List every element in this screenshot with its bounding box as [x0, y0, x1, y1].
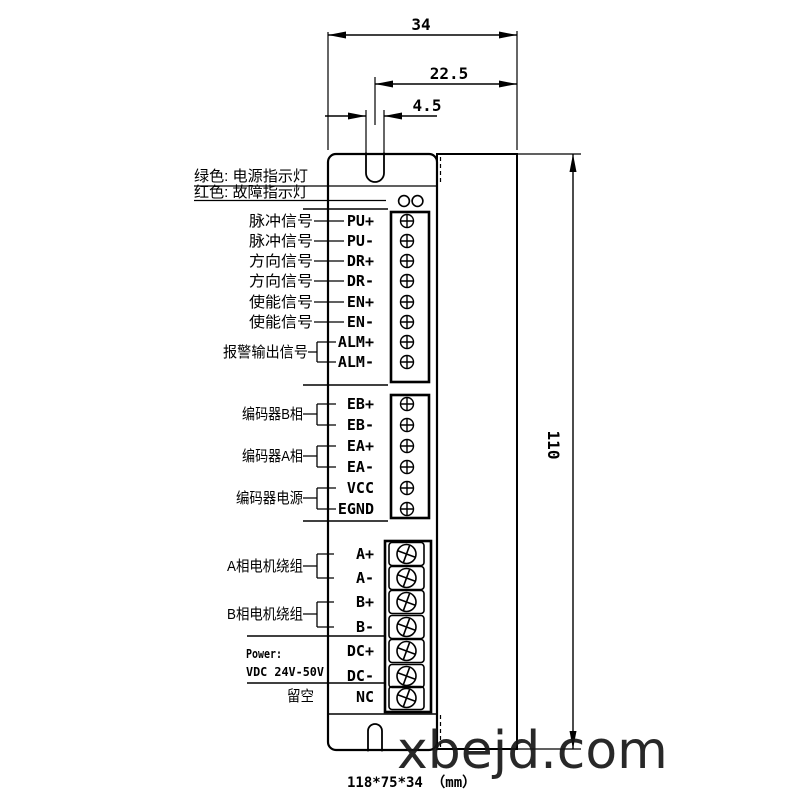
legend-green-label: 绿色: 电源指示灯 — [194, 168, 308, 185]
signal-label: 方向信号 — [249, 273, 313, 290]
signal-label: 脉冲信号 — [249, 213, 313, 230]
power-label-line1: Power: — [246, 647, 282, 661]
pin-labels: PU+ PU- DR+ DR- EN+ EN- ALM+ ALM- EB+ EB… — [338, 212, 374, 706]
pin-label: EA+ — [347, 437, 374, 455]
signal-label: 使能信号 — [249, 294, 313, 311]
front-view-outline — [247, 152, 439, 752]
signal-labels: 脉冲信号 脉冲信号 方向信号 方向信号 使能信号 使能信号 — [249, 213, 344, 331]
group-label-alarm: 报警输出信号 — [223, 344, 308, 361]
nc-label: 留空 — [287, 688, 314, 705]
pin-label: PU+ — [347, 212, 374, 230]
pin-label: ALM- — [338, 353, 374, 371]
side-view-outline — [436, 153, 518, 750]
pin-label: EGND — [338, 500, 374, 518]
dim-text-22-5: 22.5 — [430, 64, 469, 83]
signal-label: 脉冲信号 — [249, 233, 313, 250]
pin-label: A+ — [356, 545, 374, 563]
pin-label: EB- — [347, 416, 374, 434]
led-legend: 绿色: 电源指示灯 红色: 故障指示灯 — [194, 168, 437, 202]
pin-label: DC- — [347, 667, 374, 685]
power-label-line2: VDC 24V-50V — [246, 665, 324, 679]
dimension-slot-width-4-5: 4.5 — [325, 96, 441, 154]
pin-label: DR+ — [347, 252, 374, 270]
signal-terminal-block — [389, 210, 431, 384]
pin-label: NC — [356, 688, 374, 706]
group-label-encoder-b: 编码器B相 — [242, 406, 303, 423]
terminal-screw-icon — [399, 213, 415, 370]
bottom-mounting-slot — [367, 723, 383, 752]
section-dividers — [247, 208, 388, 684]
pin-label: DR- — [347, 272, 374, 290]
watermark-text: xbejd.com — [397, 721, 668, 781]
encoder-terminal-block — [389, 393, 431, 520]
signal-label: 方向信号 — [249, 253, 313, 270]
dimension-width-34: 34 — [327, 15, 518, 150]
overall-size-note: 118*75*34 （mm） — [347, 775, 476, 791]
terminal-screw-icon — [399, 396, 415, 517]
dim-text-34: 34 — [411, 15, 430, 34]
signal-label: 使能信号 — [249, 314, 313, 331]
pin-label: PU- — [347, 232, 374, 250]
pin-label: VCC — [347, 479, 374, 497]
pin-label: A- — [356, 569, 374, 587]
top-mounting-slot — [365, 152, 385, 183]
pin-label: DC+ — [347, 642, 374, 660]
pin-label: ALM+ — [338, 333, 374, 351]
led-fault-indicator — [411, 194, 424, 208]
signal-leader-lines — [314, 220, 344, 323]
group-label-phase-a: A相电机绕组 — [227, 558, 303, 575]
pin-label: B+ — [356, 593, 374, 611]
dimension-height-110: 110 — [517, 153, 581, 750]
group-label-phase-b: B相电机绕组 — [227, 606, 303, 623]
pin-label: EN- — [347, 313, 374, 331]
pin-label: EA- — [347, 458, 374, 476]
pin-label: EN+ — [347, 293, 374, 311]
pin-label: B- — [356, 618, 374, 636]
dimension-slot-offset-22-5: 22.5 — [374, 64, 517, 125]
group-label-encoder-power: 编码器电源 — [236, 490, 303, 507]
legend-red-label: 红色: 故障指示灯 — [194, 183, 308, 201]
dim-text-4-5: 4.5 — [413, 96, 442, 115]
led-power-indicator — [397, 194, 411, 208]
group-labels: 报警输出信号 编码器B相 编码器A相 编码器电源 A相电机绕组 B相电机绕组 P… — [223, 341, 336, 705]
pin-label: EB+ — [347, 395, 374, 413]
dim-text-110: 110 — [544, 431, 563, 460]
power-terminal-block — [383, 539, 433, 714]
screw-terminal-icon — [388, 541, 425, 711]
group-label-encoder-a: 编码器A相 — [242, 448, 303, 465]
